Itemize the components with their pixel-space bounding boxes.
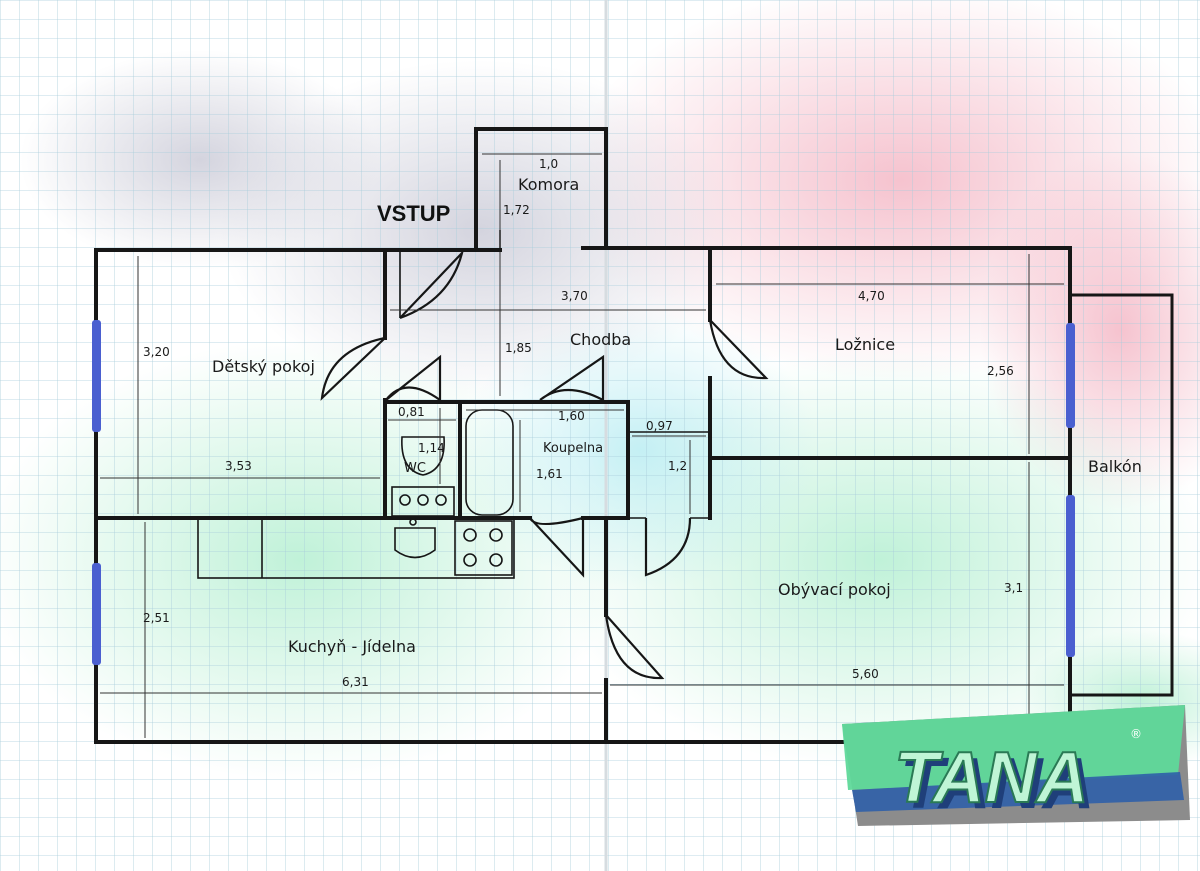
logo-green-band	[842, 705, 1185, 790]
dim-detsky-depth: 3,20	[143, 345, 170, 359]
dim-obyvaci-depth: 3,1	[1004, 581, 1023, 595]
dim-wc-depth: 1,14	[418, 441, 445, 455]
entry-label: VSTUP	[377, 201, 450, 226]
room-label-komora: Komora	[518, 175, 579, 194]
room-label-wc: WC	[404, 461, 426, 476]
dim-chodba-depth: 1,85	[505, 341, 532, 355]
room-label-koupelna: Koupelna	[543, 441, 603, 456]
room-label-loznice: Ložnice	[835, 335, 895, 354]
dim-niche-depth: 1,2	[668, 459, 687, 473]
dim-koupelna-depth: 1,61	[536, 467, 563, 481]
dim-kuchyn-width: 6,31	[342, 675, 369, 689]
windows	[92, 320, 1075, 665]
room-label-detsky-pokoj: Dětský pokoj	[212, 357, 315, 376]
room-label-balkon: Balkón	[1088, 457, 1142, 476]
room-label-chodba: Chodba	[570, 330, 631, 349]
toilet-icon	[401, 436, 445, 476]
window-kuchyn	[92, 563, 101, 665]
logo-blue-band	[852, 772, 1184, 812]
window-detsky	[92, 320, 101, 432]
kitchen-counter	[197, 517, 515, 579]
registered-mark: ®	[1130, 727, 1142, 741]
room-label-obyvaci-pokoj: Obývací pokoj	[778, 580, 891, 599]
dim-loznice-depth: 2,56	[987, 364, 1014, 378]
sink-icon	[394, 527, 436, 559]
dimension-lines	[100, 153, 1064, 738]
window-obyvaci	[1066, 495, 1075, 657]
doors	[320, 249, 769, 680]
dim-kuchyn-depth: 2,51	[143, 611, 170, 625]
logo-text: TANA	[894, 738, 1089, 818]
washbasin-row	[391, 486, 455, 517]
room-label-kuchyn-jidelna: Kuchyň - Jídelna	[288, 637, 416, 656]
logo-text-shadow: TANA	[900, 744, 1095, 824]
dim-chodba-width: 3,70	[561, 289, 588, 303]
fixtures	[197, 409, 515, 579]
stove-icon	[454, 520, 513, 576]
dim-detsky-width: 3,53	[225, 459, 252, 473]
dim-obyvaci-width: 5,60	[852, 667, 879, 681]
dim-komora-width: 1,0	[539, 157, 558, 171]
dim-niche-width: 0,97	[646, 419, 673, 433]
dim-koupelna-width: 1,60	[558, 409, 585, 423]
tana-logo: TANA TANA ®	[842, 705, 1190, 826]
window-loznice	[1066, 323, 1075, 428]
dim-loznice-width: 4,70	[858, 289, 885, 303]
dim-wc-width: 0,81	[398, 405, 425, 419]
dim-komora-depth: 1,72	[503, 203, 530, 217]
